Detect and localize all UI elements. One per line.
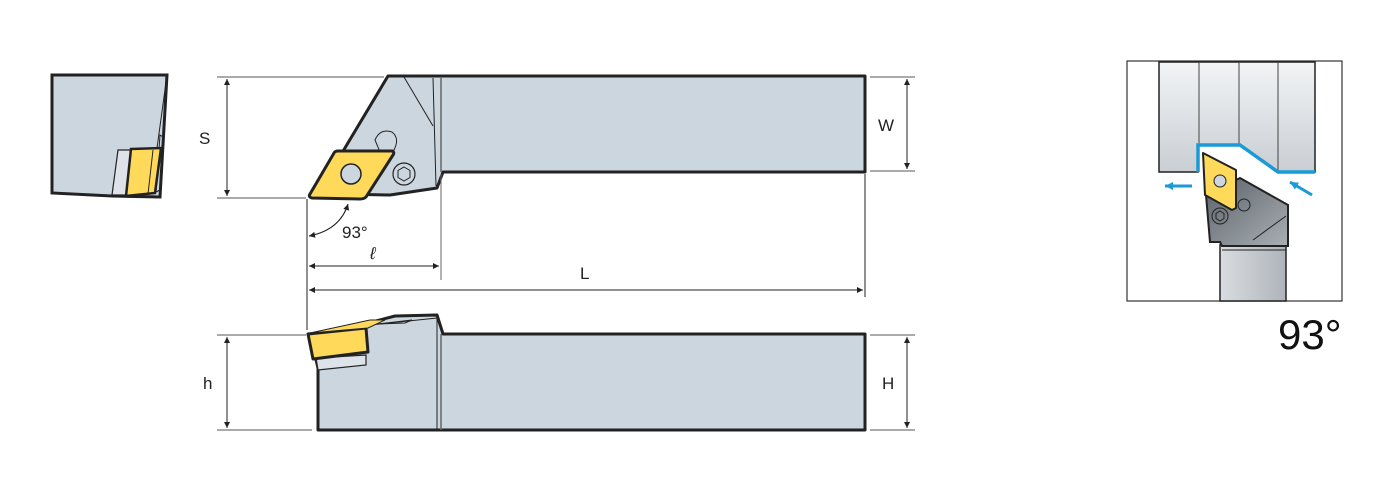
- dim-label-l-small: ℓ: [369, 244, 376, 263]
- end-view-insert: [124, 146, 163, 198]
- insert-hole: [340, 163, 362, 185]
- side-view-body: [308, 313, 867, 432]
- top-view: S W 93° ℓ L: [199, 74, 915, 330]
- application-shank: [1219, 244, 1287, 302]
- top-view-body: [313, 74, 867, 200]
- angle-label-large: 93°: [1278, 311, 1342, 358]
- feed-arrow-diagonal: [1289, 180, 1313, 197]
- dim-label-w: W: [878, 116, 894, 135]
- end-view: [50, 73, 169, 199]
- angle-label-small: 93°: [342, 223, 368, 242]
- application-view: 93°: [1126, 60, 1343, 358]
- dim-label-H: H: [882, 374, 894, 393]
- dim-label-h: h: [203, 374, 212, 393]
- clamp-screw: [392, 162, 416, 186]
- side-view: h H: [203, 313, 915, 432]
- cutting-path: [1196, 143, 1315, 174]
- dim-label-L: L: [580, 264, 589, 283]
- dim-label-s: S: [199, 129, 210, 148]
